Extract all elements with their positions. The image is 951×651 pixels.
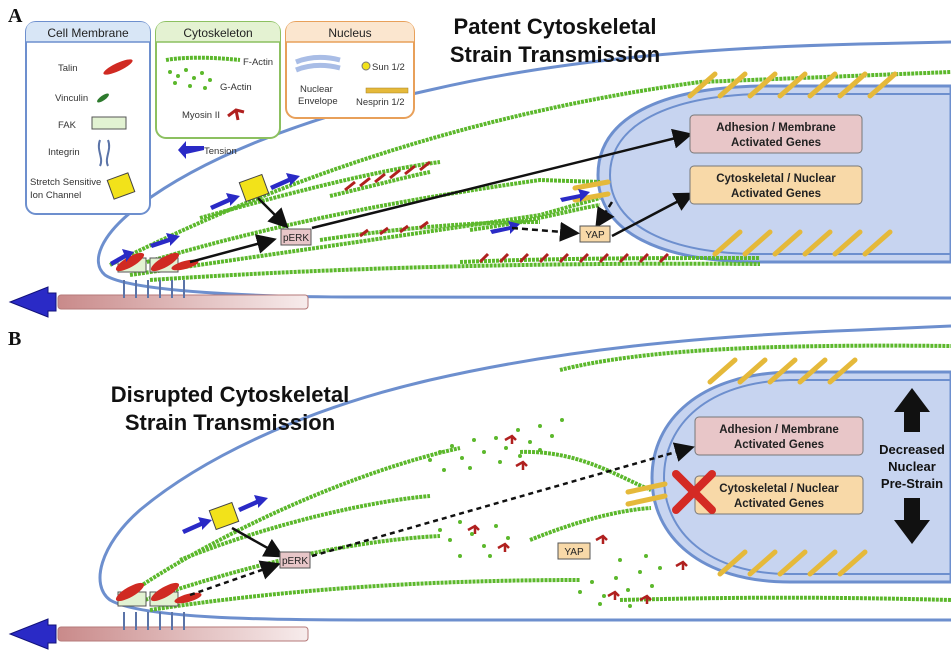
panel-b-title-line1: Disrupted Cytoskeletal (111, 382, 349, 407)
fak-icon (91, 116, 127, 130)
panel-b-title-line2: Strain Transmission (125, 410, 335, 435)
perk-box-a (280, 228, 312, 246)
panel-b-letter: B (8, 328, 21, 350)
panel-a-letter: A (8, 5, 23, 27)
ion-channel-a (238, 173, 270, 203)
side-label-line3: Pre-Strain (881, 476, 943, 491)
perk-label-b: pERK (282, 556, 308, 567)
legend-cytoskeleton: Cytoskeleton F-Actin G-Actin Myosin II (155, 21, 281, 139)
tension-legend-icon (178, 141, 204, 159)
legend-nucleus-title: Nucleus (328, 26, 371, 40)
legend-integrin-label: Integrin (48, 147, 80, 158)
legend-nuclear-label-line1: Nuclear (300, 84, 333, 95)
tension-arrows-a (110, 173, 590, 266)
down-arrow-icon (894, 498, 930, 544)
focal-adhesion-b (115, 582, 202, 630)
ion-channel-b (208, 501, 240, 531)
yap-label-a: YAP (585, 230, 605, 241)
myosin-icon (227, 108, 245, 121)
legend-nuclear-label-line2: Envelope (298, 96, 338, 107)
f-actin-icon (165, 55, 241, 62)
pull-arrow-a (8, 286, 57, 318)
legend-stretch-sensitive-label: Stretch Sensitive (30, 177, 101, 188)
legend-sun-label: Sun 1/2 (372, 62, 405, 73)
panel-b: B (8, 324, 951, 650)
legend-cell-membrane: Cell Membrane Talin Vinculin FAK Integri… (25, 21, 151, 215)
myosin-a (344, 160, 670, 264)
actin-fibers-b (118, 343, 951, 612)
legend-talin-label: Talin (58, 63, 78, 74)
nesprin-links-a (572, 71, 898, 257)
legend-nucleus: Nucleus Nuclear Envelope Sun 1/2 Nesprin… (285, 21, 415, 119)
gene-box-cyto-a-line2: Activated Genes (731, 188, 821, 200)
side-label-line1: Decreased (879, 442, 945, 457)
panel-a-title-line2: Strain Transmission (450, 42, 660, 67)
vinculin-icon (97, 93, 109, 103)
gene-box-cyto-b-line2: Activated Genes (734, 498, 824, 510)
nesprin-icon (365, 87, 409, 94)
g-actin-icon (168, 68, 212, 90)
talin-icon (103, 59, 133, 75)
legend-fak-label: FAK (58, 120, 77, 131)
legend-nesprin-label: Nesprin 1/2 (356, 97, 405, 108)
gene-box-adhesion-a-line2: Activated Genes (731, 137, 821, 149)
legend-ion-channel-label: Ion Channel (30, 190, 81, 201)
legend-cytoskeleton-title: Cytoskeleton (183, 26, 252, 40)
gene-box-adhesion-b-line1: Adhesion / Membrane (719, 424, 839, 436)
panel-a: A (8, 5, 951, 318)
signal-arrows-a (189, 128, 695, 264)
legend-vinculin-label: Vinculin (55, 93, 88, 104)
side-label-line2: Nuclear (888, 459, 936, 474)
ion-channel-icon (106, 172, 136, 200)
signal-arrows-b (189, 442, 695, 597)
gene-box-cyto-a (689, 165, 863, 205)
legend-cell-membrane-title: Cell Membrane (47, 26, 129, 40)
yap-box-b (557, 542, 591, 560)
nuclear-envelope-inner-a (608, 93, 951, 255)
gene-box-adhesion-a-line1: Adhesion / Membrane (716, 122, 836, 134)
nuclear-envelope-icon (295, 54, 341, 65)
up-arrow-icon (894, 388, 930, 432)
perk-label-a: pERK (283, 233, 309, 244)
yap-label-b: YAP (564, 547, 584, 558)
gene-box-adhesion-b-line2: Activated Genes (734, 439, 824, 451)
legend-myosin-label: Myosin II (182, 110, 220, 121)
legend-f-actin-label: F-Actin (243, 57, 273, 68)
integrin-icon (97, 139, 111, 167)
tension-arrows-b (182, 495, 268, 534)
sun-icon (361, 61, 371, 71)
g-actin-cloud-b (428, 418, 662, 608)
blocked-x-icon (672, 470, 716, 514)
gene-box-cyto-b-line1: Cytoskeletal / Nuclear (719, 483, 839, 495)
legend-tension-label: Tension (204, 146, 237, 157)
myosin-scatter-b (467, 434, 688, 604)
nesprin-links-b (625, 357, 868, 577)
actin-fibers-a (109, 70, 951, 282)
gene-box-adhesion-a (689, 114, 863, 154)
pull-arrow-b (8, 618, 57, 650)
panel-a-title-line1: Patent Cytoskeletal (454, 14, 657, 39)
yap-box-a (579, 225, 611, 243)
perk-box-b (279, 551, 311, 569)
gene-box-adhesion-b (694, 416, 864, 456)
gene-box-cyto-a-line1: Cytoskeletal / Nuclear (716, 173, 836, 185)
legend-g-actin-label: G-Actin (220, 82, 252, 93)
